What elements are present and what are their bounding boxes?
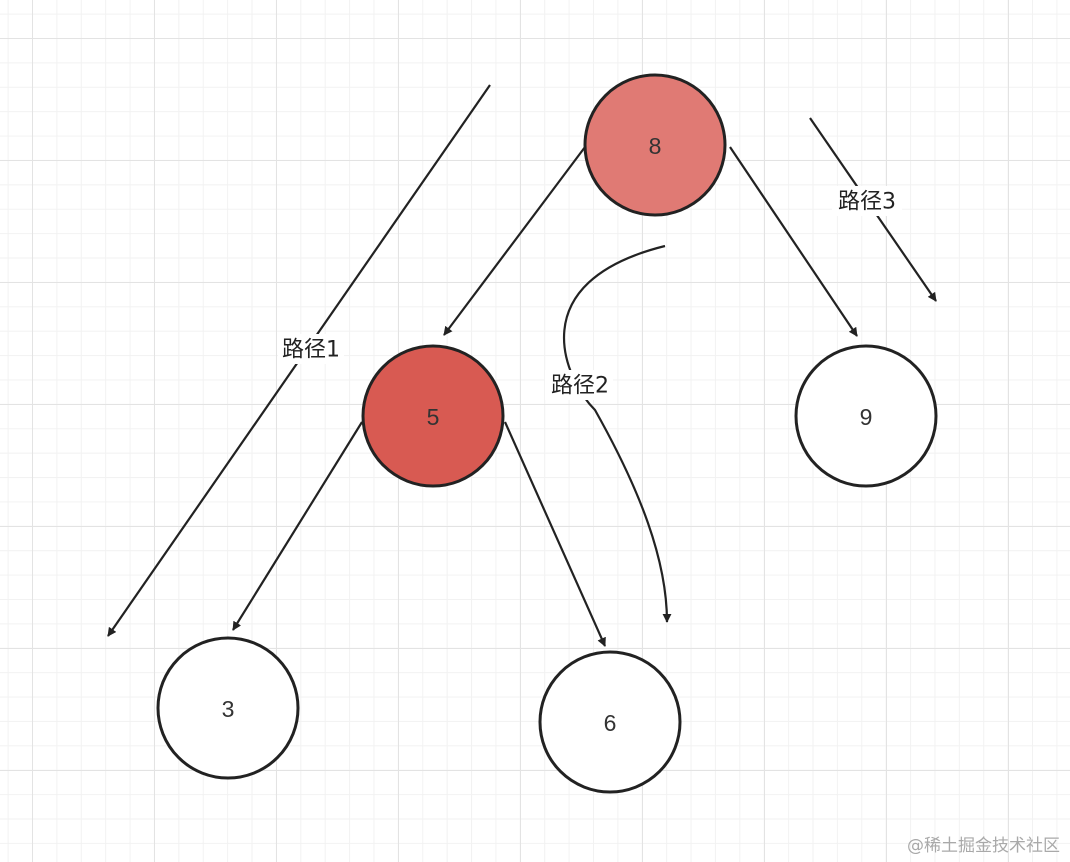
node-3-label: 3	[222, 696, 235, 722]
node-9: 9	[794, 344, 938, 488]
path2-label-text: 路径2	[551, 374, 609, 399]
edge-5-to-6	[503, 421, 607, 647]
path2-label: 路径2	[545, 370, 613, 400]
path3-label: 路径3	[832, 186, 902, 216]
node-5-circle	[361, 344, 505, 488]
node-9-label: 9	[860, 404, 873, 430]
node-8: 8	[583, 73, 727, 217]
node-3-circle	[156, 636, 300, 780]
node-5: 5	[361, 344, 505, 488]
node-8-label: 8	[649, 133, 662, 159]
path1-label-text: 路径1	[282, 338, 340, 363]
edge-5-to-3	[232, 421, 363, 631]
path1-label: 路径1	[278, 334, 344, 364]
path2-arrow	[563, 244, 672, 623]
path3-label-text: 路径3	[838, 190, 896, 215]
node-9-circle	[794, 344, 938, 488]
node-6: 6	[538, 650, 682, 794]
node-8-circle	[583, 73, 727, 217]
watermark: @稀土掘金技术社区	[907, 836, 1060, 856]
node-5-label: 5	[427, 404, 440, 430]
node-3: 3	[156, 636, 300, 780]
edge-8-to-5	[443, 146, 586, 336]
edge-8-to-9	[729, 146, 858, 337]
node-6-label: 6	[604, 710, 617, 736]
node-6-circle	[538, 650, 682, 794]
